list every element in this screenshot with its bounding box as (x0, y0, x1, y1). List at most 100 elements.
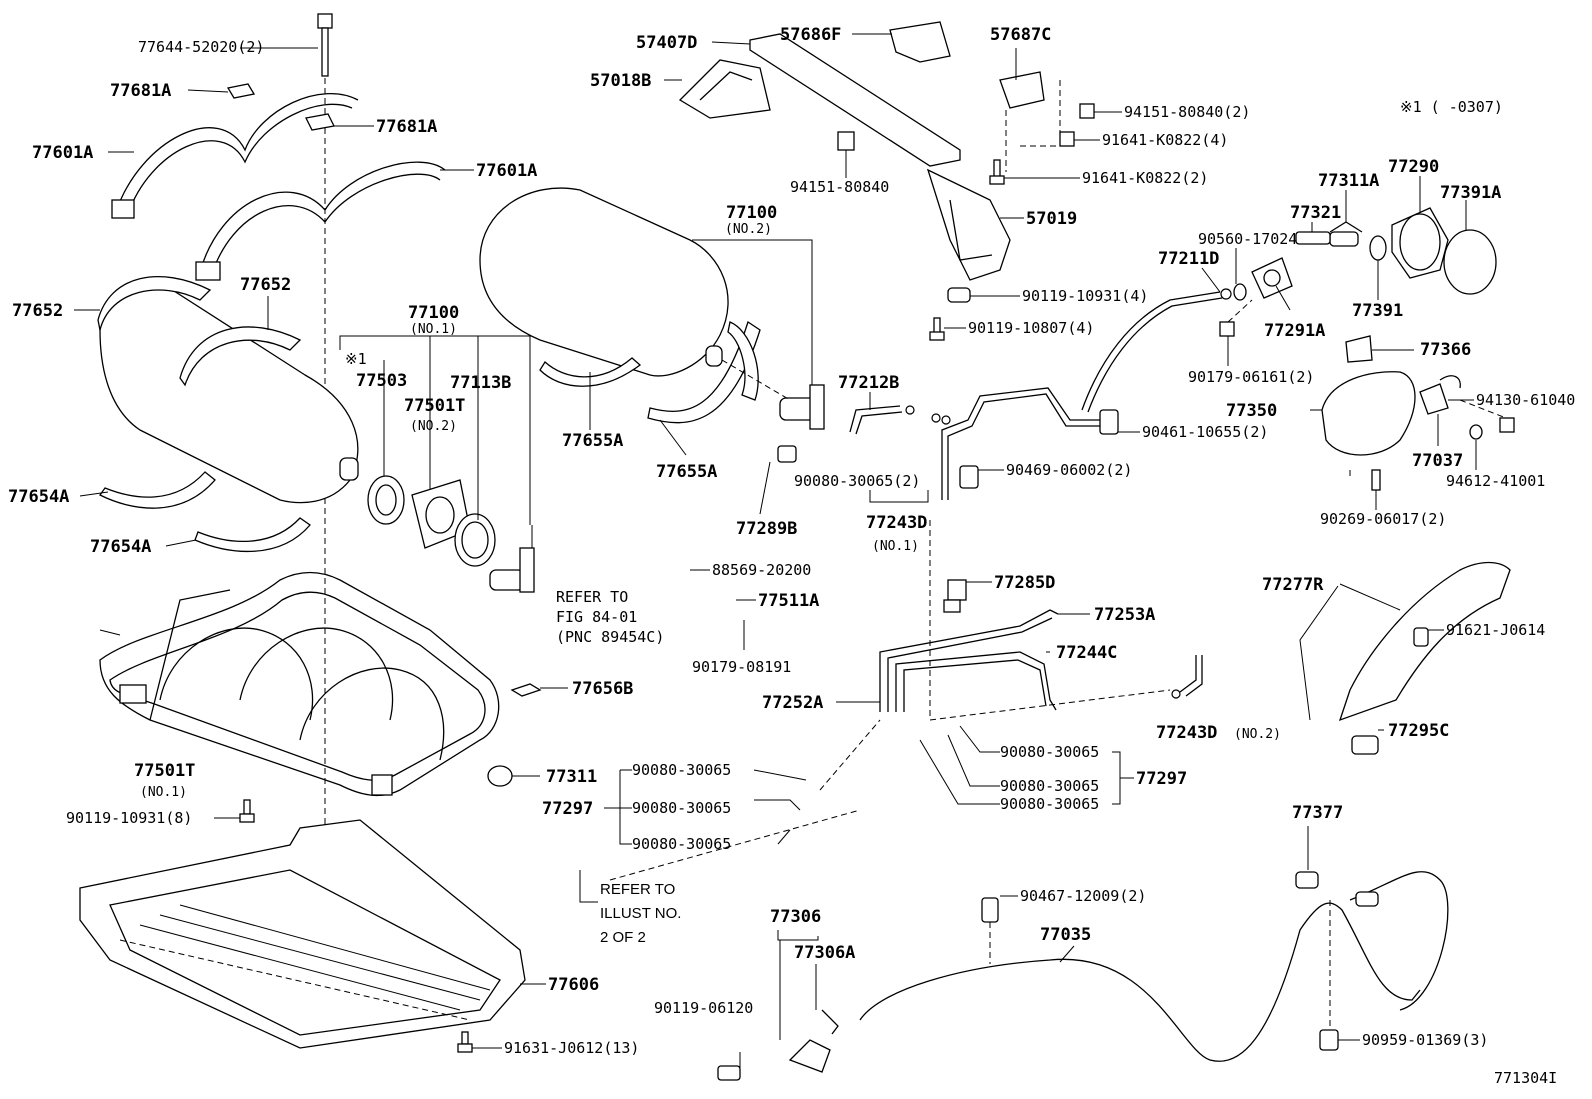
label-77212b: 77212B (838, 373, 899, 393)
label-77655a: 77655A (562, 431, 623, 451)
label-77654a: 77654A (8, 487, 69, 507)
label-77243d-no1-sub: (NO.1) (872, 539, 919, 554)
part-77656b (510, 683, 542, 697)
label-77501t-no2: 77501T (404, 396, 465, 416)
bolt-90119-10931 (239, 799, 255, 823)
label-77501t-no1: 77501T (134, 761, 195, 781)
label-90080-30065-2: 90080-30065(2) (794, 472, 920, 490)
label-77377: 77377 (1292, 803, 1343, 823)
label-refer-to-fig: REFER TO (556, 588, 628, 606)
label-94151-80840-2: 94151-80840(2) (1124, 103, 1250, 121)
label-77391: 77391 (1352, 301, 1403, 321)
label-refer-2-of-2: 2 OF 2 (600, 929, 646, 946)
label-90467-12009-2: 90467-12009(2) (1020, 887, 1146, 905)
label-77211d: 77211D (1158, 249, 1219, 269)
washer-90560 (1233, 283, 1247, 301)
label-57018b: 57018B (590, 71, 651, 91)
bolt-90119-10807 (929, 317, 945, 341)
label-77311: 77311 (546, 767, 597, 787)
label-90080-30065: 90080-30065 (632, 835, 731, 853)
nut-94130 (1459, 399, 1515, 433)
label-94612-41001: 94612-41001 (1446, 472, 1545, 490)
label-77311a: 77311A (1318, 171, 1379, 191)
label-77297: 77297 (1136, 769, 1187, 789)
ring-77391 (1369, 235, 1387, 261)
label-90179-06161-2: 90179-06161(2) (1188, 368, 1314, 386)
seal-ring-77503 (367, 475, 405, 525)
label-90119-10931-8: 90119-10931(8) (66, 809, 192, 827)
label-77289b: 77289B (736, 519, 797, 539)
label-90560-17024: 90560-17024 (1198, 230, 1297, 248)
label-77606: 77606 (548, 975, 599, 995)
bolt-77644 (317, 13, 333, 1000)
label-77243d-no2: 77243D (1156, 723, 1217, 743)
bracket-77291a (1251, 257, 1293, 299)
label-91641-k0822-4: 91641-K0822(4) (1102, 131, 1228, 149)
label-91631-j0612-13: 91631-J0612(13) (504, 1039, 639, 1057)
label-90119-06120: 90119-06120 (654, 999, 753, 1017)
label-90080-30065: 90080-30065 (1000, 777, 1099, 795)
bolt-91631 (457, 1031, 473, 1053)
cng-tank-front (479, 187, 761, 424)
label-77295c: 77295C (1388, 721, 1449, 741)
label-77656b: 77656B (572, 679, 633, 699)
label-77113b: 77113B (450, 373, 511, 393)
tube-77243d-no1 (931, 387, 1100, 500)
bolt-91641-k0822 (989, 131, 1075, 185)
filter-77321 (1295, 231, 1331, 245)
nut-94151-80840 (837, 103, 1095, 151)
label-77654a: 77654A (90, 537, 151, 557)
seal-77289b (777, 445, 797, 463)
label-91641-k0822-2: 91641-K0822(2) (1082, 169, 1208, 187)
label-77035: 77035 (1040, 925, 1091, 945)
clip-90467 (981, 897, 999, 964)
label-77306a: 77306A (794, 943, 855, 963)
label-57407d: 57407D (636, 33, 697, 53)
tubes-77252a-77244c (879, 579, 1059, 712)
label-90080-30065: 90080-30065 (1000, 795, 1099, 813)
label-77366: 77366 (1420, 340, 1471, 360)
label-refer-pnc: (PNC 89454C) (556, 628, 664, 646)
label-77243d-no1: 77243D (866, 513, 927, 533)
label-77037: 77037 (1412, 451, 1463, 471)
leader-lines (74, 33, 1477, 1070)
label-94151-80840: 94151-80840 (790, 178, 889, 196)
cable-77035 (859, 902, 1421, 1062)
lever-77306 (788, 1009, 839, 1073)
label-refer-to-illust: REFER TO (600, 881, 675, 898)
label-77601a: 77601A (32, 143, 93, 163)
label-90179-08191: 90179-08191 (692, 658, 791, 676)
label-refer-fig-84-01: FIG 84-01 (556, 608, 637, 626)
plug-77311 (487, 765, 513, 787)
hinge-77366 (1345, 335, 1373, 363)
label-77601a: 77601A (476, 161, 537, 181)
ring-77391a (1443, 229, 1497, 295)
label-77501t-no1-sub: (NO.1) (140, 785, 187, 800)
label-77252a: 77252A (762, 693, 823, 713)
skid-plate-77606 (79, 819, 526, 1049)
label-77297: 77297 (542, 799, 593, 819)
fill-receptacle-77290 (1391, 207, 1449, 279)
label-77244c: 77244C (1056, 643, 1117, 663)
beam-57407d (749, 33, 961, 167)
tank-band-77601a-rear (111, 93, 359, 219)
label-90269-06017-2: 90269-06017(2) (1320, 510, 1446, 528)
parts-illustration (79, 13, 1515, 1081)
label-77511a: 77511A (758, 591, 819, 611)
screw-90269 (1349, 469, 1381, 491)
bolt-90119-06120 (717, 1065, 741, 1081)
label-90119-10807-4: 90119-10807(4) (968, 319, 1094, 337)
fuel-lid-77350 (1321, 371, 1416, 456)
label-88569-20200: 88569-20200 (712, 561, 811, 579)
label-77391a: 77391A (1440, 183, 1501, 203)
tank-valve-77100-no1 (489, 525, 535, 593)
clamp-90461 (1099, 409, 1119, 435)
washer-94612 (1469, 424, 1483, 440)
label-77243d-no2-sub: (NO.2) (1234, 727, 1281, 742)
label-77253a: 77253A (1094, 605, 1155, 625)
label-77501t-no2-sub: (NO.2) (410, 419, 457, 434)
label-90080-30065: 90080-30065 (1000, 743, 1099, 761)
label-57019: 57019 (1026, 209, 1077, 229)
label-90119-10931-4: 90119-10931(4) (1022, 287, 1148, 305)
label-77306: 77306 (770, 907, 821, 927)
